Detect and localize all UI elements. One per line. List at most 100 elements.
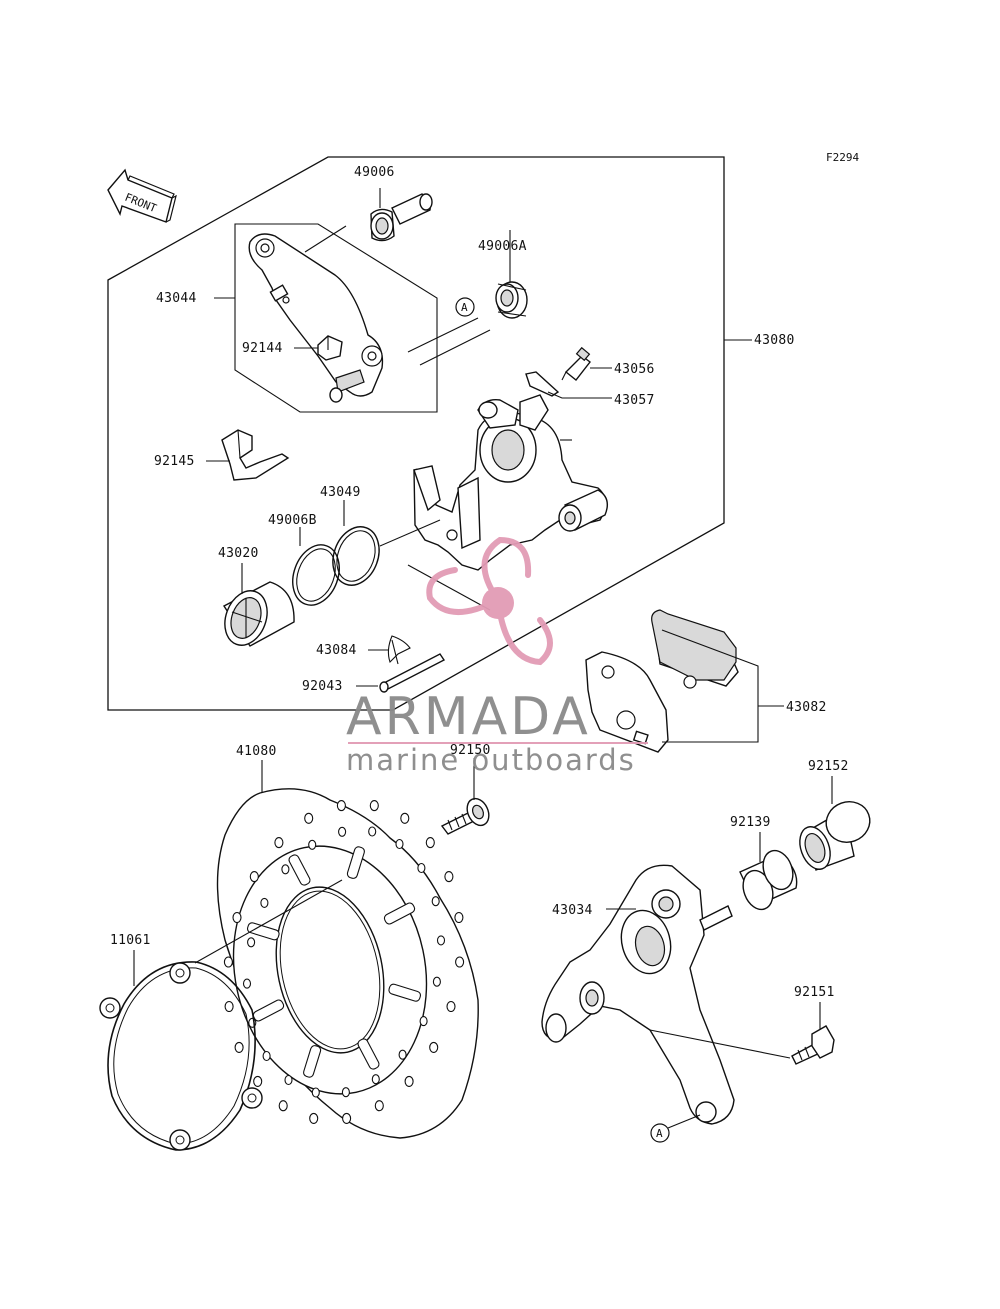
brake-pads: [585, 609, 739, 753]
rotor-hole: [404, 1075, 414, 1087]
brake-disc: [216, 788, 479, 1139]
rotor-hole: [398, 1049, 407, 1060]
rotor-slot: [383, 902, 416, 925]
arm-bolt: [791, 1025, 835, 1065]
label-92150: 92150: [450, 743, 491, 758]
rotor-holes: [223, 800, 465, 1124]
label-43080: 43080: [754, 333, 795, 348]
rotor-hole: [274, 837, 284, 849]
rotor-hole: [234, 1041, 244, 1053]
piston-seal-43049: [332, 526, 380, 586]
label-92144: 92144: [242, 341, 283, 356]
torque-arm: [541, 864, 791, 1125]
bleed-cap: [525, 371, 560, 397]
rotor-hole: [304, 812, 314, 824]
caliper-piston: [222, 581, 295, 647]
rotor-hole: [429, 1041, 439, 1053]
rotor-hole: [446, 1000, 456, 1013]
rotor-hole: [368, 826, 377, 837]
cotter-pin: [387, 635, 411, 665]
label-43020: 43020: [218, 546, 259, 561]
label-49006: 49006: [354, 165, 395, 180]
label-41080: 41080: [236, 744, 277, 759]
propeller-logo-icon: [426, 536, 553, 666]
bracket-subgroup-outline: [234, 223, 438, 413]
rotor-hole: [454, 911, 464, 924]
caliper-assembly-outline: [107, 156, 725, 711]
rotor-hole: [431, 896, 440, 907]
rotor-hole: [342, 1112, 352, 1124]
caliper-body: [379, 394, 608, 611]
rotor-hole: [281, 864, 290, 875]
rotor-hole: [338, 826, 347, 837]
rotor-hole: [253, 1075, 263, 1087]
rotor-hole: [284, 1074, 293, 1086]
label-11061: 11061: [110, 933, 151, 948]
dust-seal-49006B: [292, 544, 340, 606]
bushing: [739, 849, 798, 911]
rotor-hole: [278, 1100, 288, 1112]
label-92151: 92151: [794, 985, 835, 1000]
rotor-hole: [224, 1000, 234, 1013]
label-49006B: 49006B: [268, 513, 317, 528]
label-43034: 43034: [552, 903, 593, 918]
rotor-hole: [336, 800, 346, 812]
pin-boot-49006A: [495, 281, 528, 319]
svg-text:A: A: [461, 301, 468, 314]
rotor-hole: [371, 1074, 380, 1085]
rotor-hole: [425, 837, 435, 849]
disc-bolt: [440, 797, 490, 835]
rotor-hole: [436, 935, 446, 946]
rotor-hole: [395, 838, 404, 850]
label-43056: 43056: [614, 362, 655, 377]
rotor-hole: [374, 1100, 384, 1112]
reference-marker-a-top: A: [455, 297, 475, 317]
label-92145: 92145: [154, 454, 195, 469]
label-49006A: 49006A: [478, 239, 527, 254]
rotor-slot: [246, 922, 280, 941]
pad-pin: [379, 653, 446, 693]
rotor-slot: [346, 846, 365, 879]
label-43082: 43082: [786, 700, 827, 715]
rotor-hole: [308, 839, 317, 850]
figure-code: F2294: [826, 151, 859, 164]
rotor-hole: [455, 956, 465, 968]
watermark: ARMADA marine outboards: [346, 536, 648, 777]
rotor-hole: [369, 800, 379, 812]
label-92152: 92152: [808, 759, 849, 774]
flanged-collar: [799, 801, 871, 871]
rotor-hole: [341, 1087, 350, 1098]
label-43049: 43049: [320, 485, 361, 500]
label-43044: 43044: [156, 291, 197, 306]
rotor-gasket: [99, 961, 263, 1151]
bleed-valve: [561, 346, 591, 381]
rotor-slot: [357, 1038, 380, 1070]
rotor-slot: [303, 1045, 322, 1078]
rotor-hole: [309, 1112, 319, 1124]
watermark-tagline: marine outboards: [346, 743, 636, 777]
rotor-hole: [249, 871, 259, 883]
rotor-hole: [260, 897, 269, 908]
rotor-hole: [432, 976, 441, 987]
rotor-hole: [311, 1087, 320, 1098]
pad-retainer-spring: [221, 429, 290, 481]
rotor-hole: [242, 978, 252, 989]
rotor-hole: [247, 937, 256, 948]
svg-text:A: A: [656, 1127, 663, 1140]
rotor-hole: [262, 1050, 271, 1062]
rotor-slot: [388, 983, 422, 1002]
caliper-bracket: [248, 225, 491, 403]
pad-spring-clip: [317, 335, 343, 361]
rotor-hole: [223, 956, 233, 968]
pin-boot-49006: [370, 193, 433, 242]
rotor-slot: [288, 854, 311, 886]
watermark-brand: ARMADA: [346, 687, 591, 747]
rotor-hole: [419, 1016, 428, 1027]
rotor-hole: [232, 911, 242, 924]
label-43057: 43057: [614, 393, 655, 408]
reference-marker-a-bottom: A: [650, 1123, 670, 1143]
rotor-hole: [417, 862, 426, 874]
rotor-hole: [400, 812, 410, 824]
front-arrow-icon: FRONT: [107, 168, 177, 223]
